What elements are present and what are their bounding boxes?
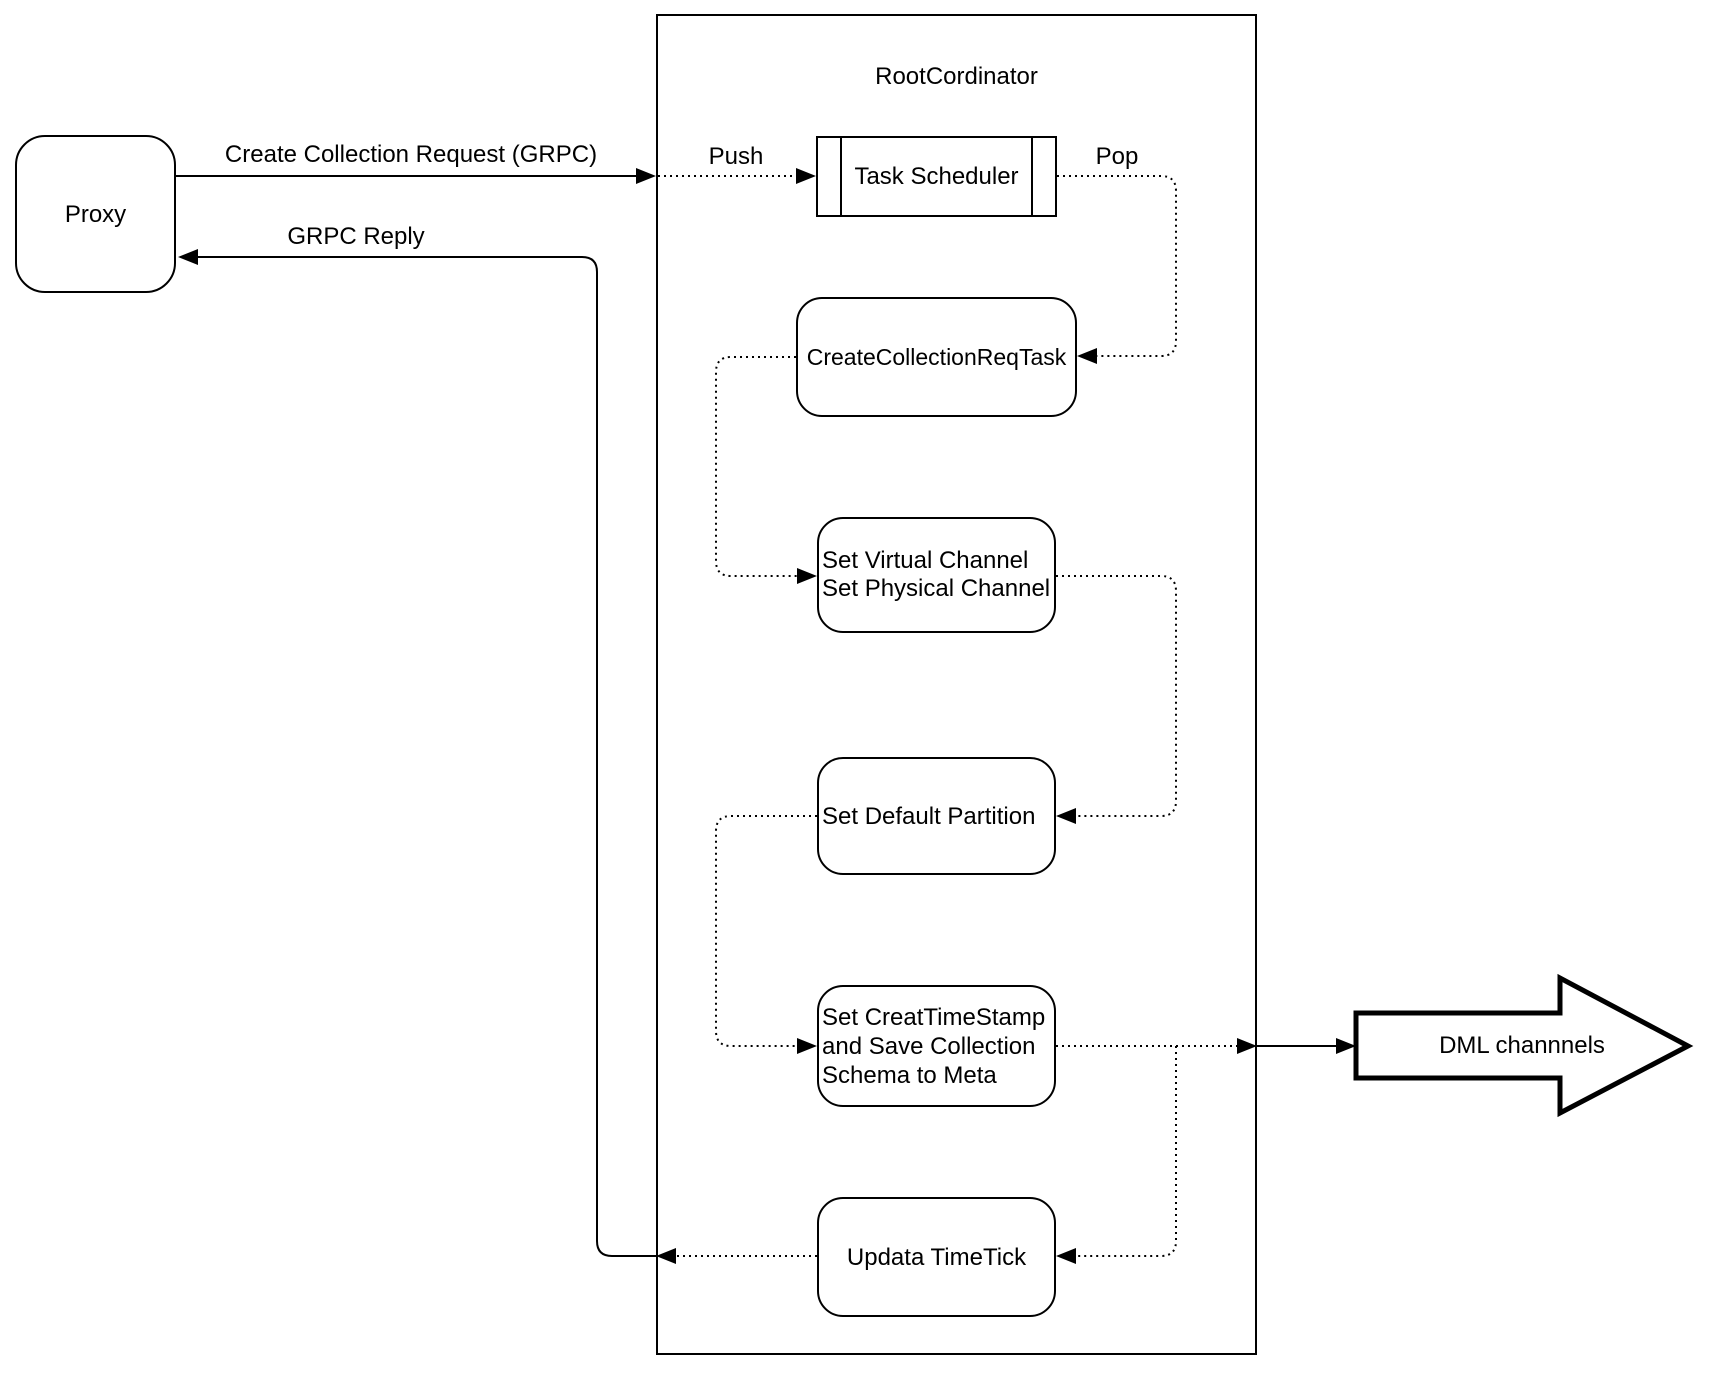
dml-channels-arrow-shape: [1353, 973, 1694, 1118]
dml-channels-label: DML channnels: [1439, 1031, 1605, 1059]
node-task-scheduler: Task Scheduler: [816, 136, 1057, 217]
node-create-collection-req-task-label: CreateCollectionReqTask: [806, 343, 1067, 370]
node-set-channels-label: Set Virtual Channel Set Physical Channel: [822, 547, 1051, 602]
arrowhead-into-proxy: [178, 249, 198, 265]
node-set-default-partition: Set Default Partition: [817, 757, 1056, 875]
arrowhead-at-left-border: [656, 1248, 676, 1264]
edge-grpc-reply-line: [198, 256, 656, 1257]
node-proxy-label: Proxy: [64, 200, 127, 228]
node-updata-timetick-label: Updata TimeTick: [846, 1243, 1027, 1271]
task-scheduler-right-bar: [1031, 138, 1033, 215]
edge-label-grpc-reply: GRPC Reply: [287, 223, 425, 250]
rootcordinator-title: RootCordinator: [875, 63, 1038, 90]
edge-label-create-collection-request: Create Collection Request (GRPC): [224, 141, 598, 168]
node-updata-timetick: Updata TimeTick: [817, 1197, 1056, 1317]
node-set-channels: Set Virtual Channel Set Physical Channel: [817, 517, 1056, 633]
node-proxy: Proxy: [15, 135, 176, 293]
arrowhead-into-dml: [1336, 1038, 1356, 1054]
arrowhead-at-right-border: [1237, 1038, 1257, 1054]
arrowhead-timetick: [1056, 1248, 1076, 1264]
arrowhead-timestamp: [797, 1038, 817, 1054]
edge-label-pop: Pop: [1095, 143, 1139, 170]
edge-partition-to-timestamp-line: [715, 815, 817, 1047]
arrowhead-pop: [1077, 348, 1097, 364]
arrowhead-into-rootcordinator: [636, 168, 656, 184]
node-task-scheduler-label: Task Scheduler: [854, 163, 1019, 190]
arrowhead-setchannels: [797, 568, 817, 584]
edge-setchannels-to-partition-line: [1056, 575, 1177, 817]
task-scheduler-left-bar: [840, 138, 842, 215]
node-set-creat-timestamp: Set CreatTimeStamp and Save Collection S…: [817, 985, 1056, 1107]
arrowhead-partition: [1056, 808, 1076, 824]
node-set-default-partition-label: Set Default Partition: [822, 802, 1036, 830]
edge-label-push: Push: [708, 143, 764, 170]
node-set-creat-timestamp-label: Set CreatTimeStamp and Save Collection S…: [822, 1003, 1046, 1089]
node-create-collection-req-task: CreateCollectionReqTask: [796, 297, 1077, 417]
rootcordinator-container: [656, 14, 1257, 1355]
arrowhead-push: [796, 168, 816, 184]
